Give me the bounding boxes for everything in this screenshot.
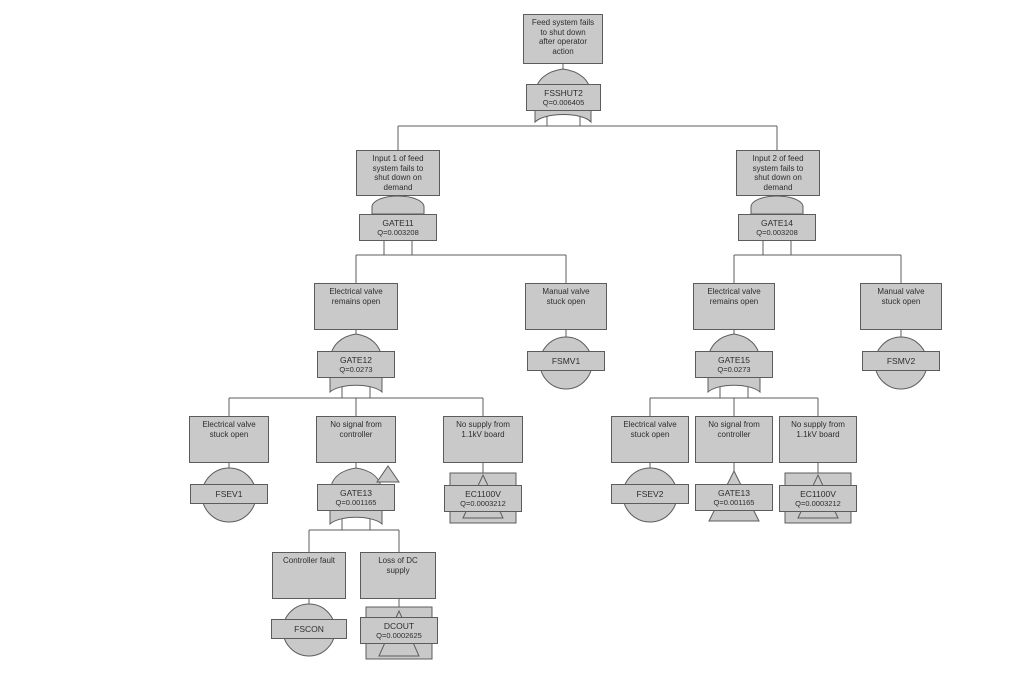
symbol-name: FSMV1 (551, 356, 581, 366)
symbol-label-ec1100v-right: EC1100V Q=0.0003212 (779, 485, 857, 512)
event-text: Feed system fails to shut down after ope… (531, 18, 595, 56)
event-box-ev-stuck-1: Electrical valve stuck open (189, 416, 269, 463)
symbol-label-gate11: GATE11 Q=0.003208 (359, 214, 437, 241)
event-box-no-signal-1: No signal from controller (316, 416, 396, 463)
event-text: No supply from 1.1kV board (791, 420, 845, 439)
event-text: No signal from controller (330, 420, 382, 439)
symbol-q-value: Q=0.001165 (713, 498, 755, 507)
symbol-label-gate15: GATE15 Q=0.0273 (695, 351, 773, 378)
event-box-no-signal-2: No signal from controller (695, 416, 773, 463)
event-text: No supply from 1.1kV board (456, 420, 510, 439)
symbol-name: GATE11 (382, 218, 414, 228)
event-box-input1: Input 1 of feed system fails to shut dow… (356, 150, 440, 196)
event-text: Electrical valve stuck open (623, 420, 677, 439)
symbol-label-gate14: GATE14 Q=0.003208 (738, 214, 816, 241)
event-text: Controller fault (282, 556, 336, 565)
symbol-label-fsev2: FSEV2 (611, 484, 689, 504)
event-text: Input 1 of feed system fails to shut dow… (372, 154, 424, 192)
symbol-name: GATE14 (761, 218, 793, 228)
event-text: Input 2 of feed system fails to shut dow… (752, 154, 804, 192)
event-box-input2: Input 2 of feed system fails to shut dow… (736, 150, 820, 196)
symbol-label-fsshut2: FSSHUT2 Q=0.006405 (526, 84, 601, 111)
symbol-name: GATE12 (340, 355, 372, 365)
symbol-q-value: Q=0.0002625 (376, 631, 422, 640)
symbol-name: GATE13 (718, 488, 750, 498)
symbol-label-fscon: FSCON (271, 619, 347, 639)
symbol-q-value: Q=0.001165 (335, 498, 377, 507)
symbol-name: FSMV2 (886, 356, 916, 366)
symbol-name: FSCON (294, 624, 324, 634)
symbol-q-value: Q=0.003208 (377, 228, 419, 237)
event-text: Manual valve stuck open (877, 287, 925, 306)
event-box-ev-stuck-2: Electrical valve stuck open (611, 416, 689, 463)
symbol-label-ec1100v-left: EC1100V Q=0.0003212 (444, 485, 522, 512)
event-text: Electrical valve remains open (707, 287, 761, 306)
connector-lines (228, 64, 902, 607)
and-gate-icon-gate14 (750, 195, 804, 215)
event-box-mv-stuck-2: Manual valve stuck open (860, 283, 942, 330)
event-box-no-supply-2: No supply from 1.1kV board (779, 416, 857, 463)
transfer-out-icon-gate13-left (376, 465, 400, 483)
symbol-name: EC1100V (800, 489, 836, 499)
symbol-name: GATE13 (340, 488, 372, 498)
symbol-name: GATE15 (718, 355, 750, 365)
symbol-name: FSEV2 (636, 489, 664, 499)
symbol-label-fsmv2: FSMV2 (862, 351, 940, 371)
symbol-name: FSSHUT2 (544, 88, 583, 98)
symbol-q-value: Q=0.006405 (542, 98, 585, 107)
symbol-q-value: Q=0.0003212 (460, 499, 506, 508)
symbol-name: FSEV1 (215, 489, 243, 499)
symbol-label-gate13-left: GATE13 Q=0.001165 (317, 484, 395, 511)
symbol-q-value: Q=0.003208 (756, 228, 798, 237)
symbol-label-fsmv1: FSMV1 (527, 351, 605, 371)
event-text: Manual valve stuck open (542, 287, 590, 306)
event-box-top: Feed system fails to shut down after ope… (523, 14, 603, 64)
event-box-ev-remains-1: Electrical valve remains open (314, 283, 398, 330)
event-text: Electrical valve stuck open (202, 420, 256, 439)
event-box-no-supply-1: No supply from 1.1kV board (443, 416, 523, 463)
symbol-label-gate12: GATE12 Q=0.0273 (317, 351, 395, 378)
symbol-q-value: Q=0.0273 (717, 365, 751, 374)
symbol-q-value: Q=0.0003212 (795, 499, 841, 508)
event-box-dc-loss: Loss of DC supply (360, 552, 436, 599)
event-box-mv-stuck-1: Manual valve stuck open (525, 283, 607, 330)
symbol-q-value: Q=0.0273 (339, 365, 373, 374)
symbol-label-gate13-right: GATE13 Q=0.001165 (695, 484, 773, 511)
symbol-name: DCOUT (383, 621, 415, 631)
and-gate-icon-gate11 (371, 195, 425, 215)
event-text: Electrical valve remains open (329, 287, 383, 306)
event-text: Loss of DC supply (378, 556, 418, 575)
event-box-ctrl-fault: Controller fault (272, 552, 346, 599)
symbol-name: EC1100V (465, 489, 501, 499)
symbol-label-dcout: DCOUT Q=0.0002625 (360, 617, 438, 644)
symbol-label-fsev1: FSEV1 (190, 484, 268, 504)
event-box-ev-remains-2: Electrical valve remains open (693, 283, 775, 330)
event-text: No signal from controller (708, 420, 760, 439)
